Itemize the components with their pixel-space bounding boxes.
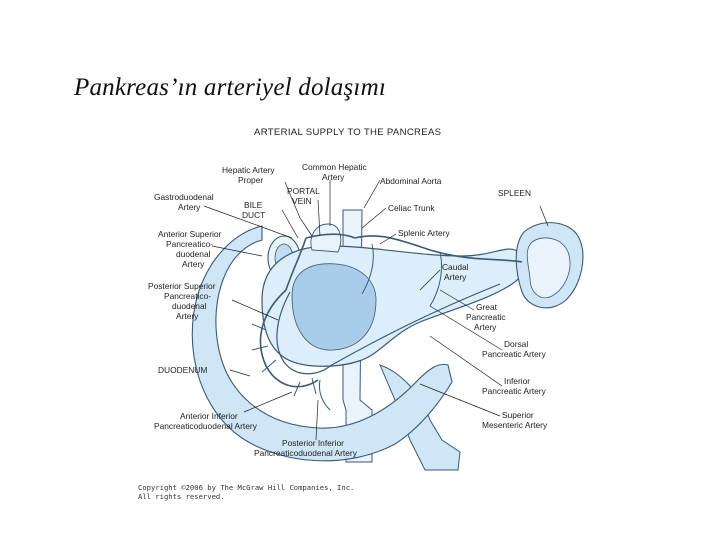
svg-text:Pancreatico-: Pancreatico-	[164, 291, 211, 301]
label-gastroduodenal-artery: Gastroduodenal Artery	[154, 192, 214, 212]
svg-text:Abdominal Aorta: Abdominal Aorta	[380, 176, 442, 186]
svg-text:Gastroduodenal: Gastroduodenal	[154, 192, 214, 202]
posterior-pd-arcade	[276, 291, 331, 375]
svg-text:Mesenteric Artery: Mesenteric Artery	[482, 420, 548, 430]
arteries	[251, 233, 523, 411]
svg-text:Celiac Trunk: Celiac Trunk	[388, 203, 435, 213]
organ-drawing	[191, 209, 584, 471]
svg-text:Copyright ©2006 by The McGraw: Copyright ©2006 by The McGraw Hill Compa…	[138, 483, 354, 492]
svg-text:Common Hepatic: Common Hepatic	[302, 162, 367, 172]
svg-text:PORTAL: PORTAL	[287, 186, 320, 196]
leader-lines	[203, 179, 549, 441]
label-abdominal-aorta: Abdominal Aorta	[380, 176, 442, 186]
label-posterior-inferior-pd-artery: Posterior Inferior Pancreaticoduodenal A…	[254, 438, 358, 458]
anterior-pd-arcade	[259, 289, 319, 388]
label-caudal-artery: Caudal Artery	[442, 262, 469, 282]
svg-text:Pancreatic Artery: Pancreatic Artery	[482, 386, 547, 396]
svg-text:Splenic Artery: Splenic Artery	[398, 228, 450, 238]
gastroduodenal-artery-vessel	[285, 237, 307, 291]
svg-text:duodenal: duodenal	[172, 301, 207, 311]
label-celiac-trunk: Celiac Trunk	[388, 203, 435, 213]
portal-vein-stub	[310, 223, 342, 253]
figure-heading: ARTERIAL SUPPLY TO THE PANCREAS	[254, 127, 441, 138]
svg-text:Pancreatico-: Pancreatico-	[166, 239, 213, 249]
svg-text:Superior: Superior	[502, 410, 534, 420]
label-anterior-inferior-pd-artery: Anterior Inferior Pancreaticoduodenal Ar…	[154, 411, 258, 431]
svg-text:Artery: Artery	[474, 322, 497, 332]
label-hepatic-artery-proper: Hepatic Artery Proper	[222, 165, 275, 185]
label-posterior-superior-pd-artery: Posterior Superior Pancreatico- duodenal…	[148, 281, 216, 321]
great-pancreatic-vessel	[429, 251, 443, 307]
label-portal-vein: PORTAL VEIN	[287, 186, 320, 206]
svg-text:DUODENUM: DUODENUM	[158, 365, 207, 375]
svg-text:Dorsal: Dorsal	[504, 339, 528, 349]
duodenum	[191, 225, 453, 462]
label-splenic-artery: Splenic Artery	[398, 228, 450, 238]
copyright-caption: Copyright ©2006 by The McGraw Hill Compa…	[138, 483, 354, 501]
svg-text:Posterior Superior: Posterior Superior	[148, 281, 216, 291]
inferior-pancreatic-artery-vessel	[329, 283, 501, 367]
label-dorsal-pancreatic-artery: Dorsal Pancreatic Artery	[482, 339, 547, 359]
label-anterior-superior-pd-artery: Anterior Superior Pancreatico- duodenal …	[158, 229, 222, 269]
svg-text:Artery: Artery	[176, 311, 199, 321]
svg-text:duodenal: duodenal	[176, 249, 211, 259]
svg-text:Pancreatic Artery: Pancreatic Artery	[482, 349, 547, 359]
svg-text:Caudal: Caudal	[442, 262, 469, 272]
svg-text:Artery: Artery	[444, 272, 467, 282]
label-spleen: SPLEEN	[498, 188, 531, 198]
common-hepatic-artery	[305, 233, 356, 239]
pancreas-head-shade	[291, 263, 377, 351]
svg-text:Hepatic Artery: Hepatic Artery	[222, 165, 275, 175]
svg-text:Artery: Artery	[322, 172, 345, 182]
label-bile-duct: BILE DUCT	[242, 200, 265, 220]
svg-text:BILE: BILE	[244, 200, 263, 210]
svg-text:Pancreaticoduodenal Artery: Pancreaticoduodenal Artery	[254, 448, 358, 458]
svg-text:Pancreaticoduodenal Artery: Pancreaticoduodenal Artery	[154, 421, 258, 431]
slide-title: Pankreas’ın arteriyel dolaşımı	[74, 74, 386, 101]
svg-text:Pancreatic: Pancreatic	[466, 312, 506, 322]
svg-text:Inferior: Inferior	[504, 376, 530, 386]
splenic-artery	[354, 235, 523, 263]
svg-text:VEIN: VEIN	[292, 196, 312, 206]
svg-text:Artery: Artery	[178, 202, 201, 212]
svg-text:Posterior Inferior: Posterior Inferior	[282, 438, 344, 448]
label-duodenum: DUODENUM	[158, 365, 207, 375]
dorsal-pancreatic-vessel	[361, 243, 374, 295]
label-great-pancreatic-artery: Great Pancreatic Artery	[466, 302, 506, 332]
label-superior-mesenteric-artery: Superior Mesenteric Artery	[482, 410, 548, 430]
svg-text:Proper: Proper	[238, 175, 263, 185]
svg-text:Artery: Artery	[182, 259, 205, 269]
svg-text:Anterior Inferior: Anterior Inferior	[180, 411, 238, 421]
svg-text:Great: Great	[476, 302, 498, 312]
svg-text:Anterior Superior: Anterior Superior	[158, 229, 222, 239]
label-inferior-pancreatic-artery: Inferior Pancreatic Artery	[482, 376, 547, 396]
svg-text:SPLEEN: SPLEEN	[498, 188, 531, 198]
label-common-hepatic-artery: Common Hepatic Artery	[302, 162, 367, 182]
svg-text:DUCT: DUCT	[242, 210, 265, 220]
svg-text:All rights reserved.: All rights reserved.	[138, 492, 225, 501]
